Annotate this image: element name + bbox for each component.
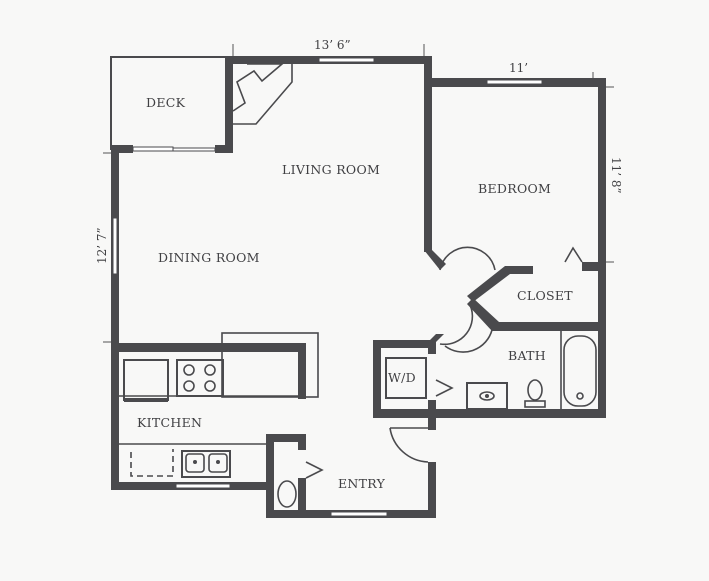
kitchen-fixtures bbox=[119, 332, 319, 508]
dimension-ticks bbox=[103, 44, 614, 343]
deck-label: DECK bbox=[146, 95, 186, 110]
living-room-label: LIVING ROOM bbox=[282, 162, 380, 177]
kitchen-label: KITCHEN bbox=[137, 415, 202, 430]
bedroom-depth-dimension: 11’ 8” bbox=[609, 157, 623, 194]
walls bbox=[111, 56, 606, 518]
fireplace bbox=[232, 63, 293, 125]
bath-fixtures bbox=[385, 331, 597, 410]
windows bbox=[112, 57, 543, 517]
bath-label: BATH bbox=[508, 348, 546, 363]
bedroom-label: BEDROOM bbox=[478, 181, 551, 196]
washer-dryer-label: W/D bbox=[388, 370, 416, 385]
entry-label: ENTRY bbox=[338, 476, 386, 491]
closet-label: CLOSET bbox=[517, 288, 573, 303]
bedroom-width-dimension: 11’ bbox=[509, 61, 528, 75]
doors bbox=[305, 246, 583, 479]
living-width-dimension: 13’ 6” bbox=[314, 38, 351, 52]
dining-room-label: DINING ROOM bbox=[158, 250, 260, 265]
dining-depth-dimension: 12’ 7” bbox=[95, 227, 109, 264]
